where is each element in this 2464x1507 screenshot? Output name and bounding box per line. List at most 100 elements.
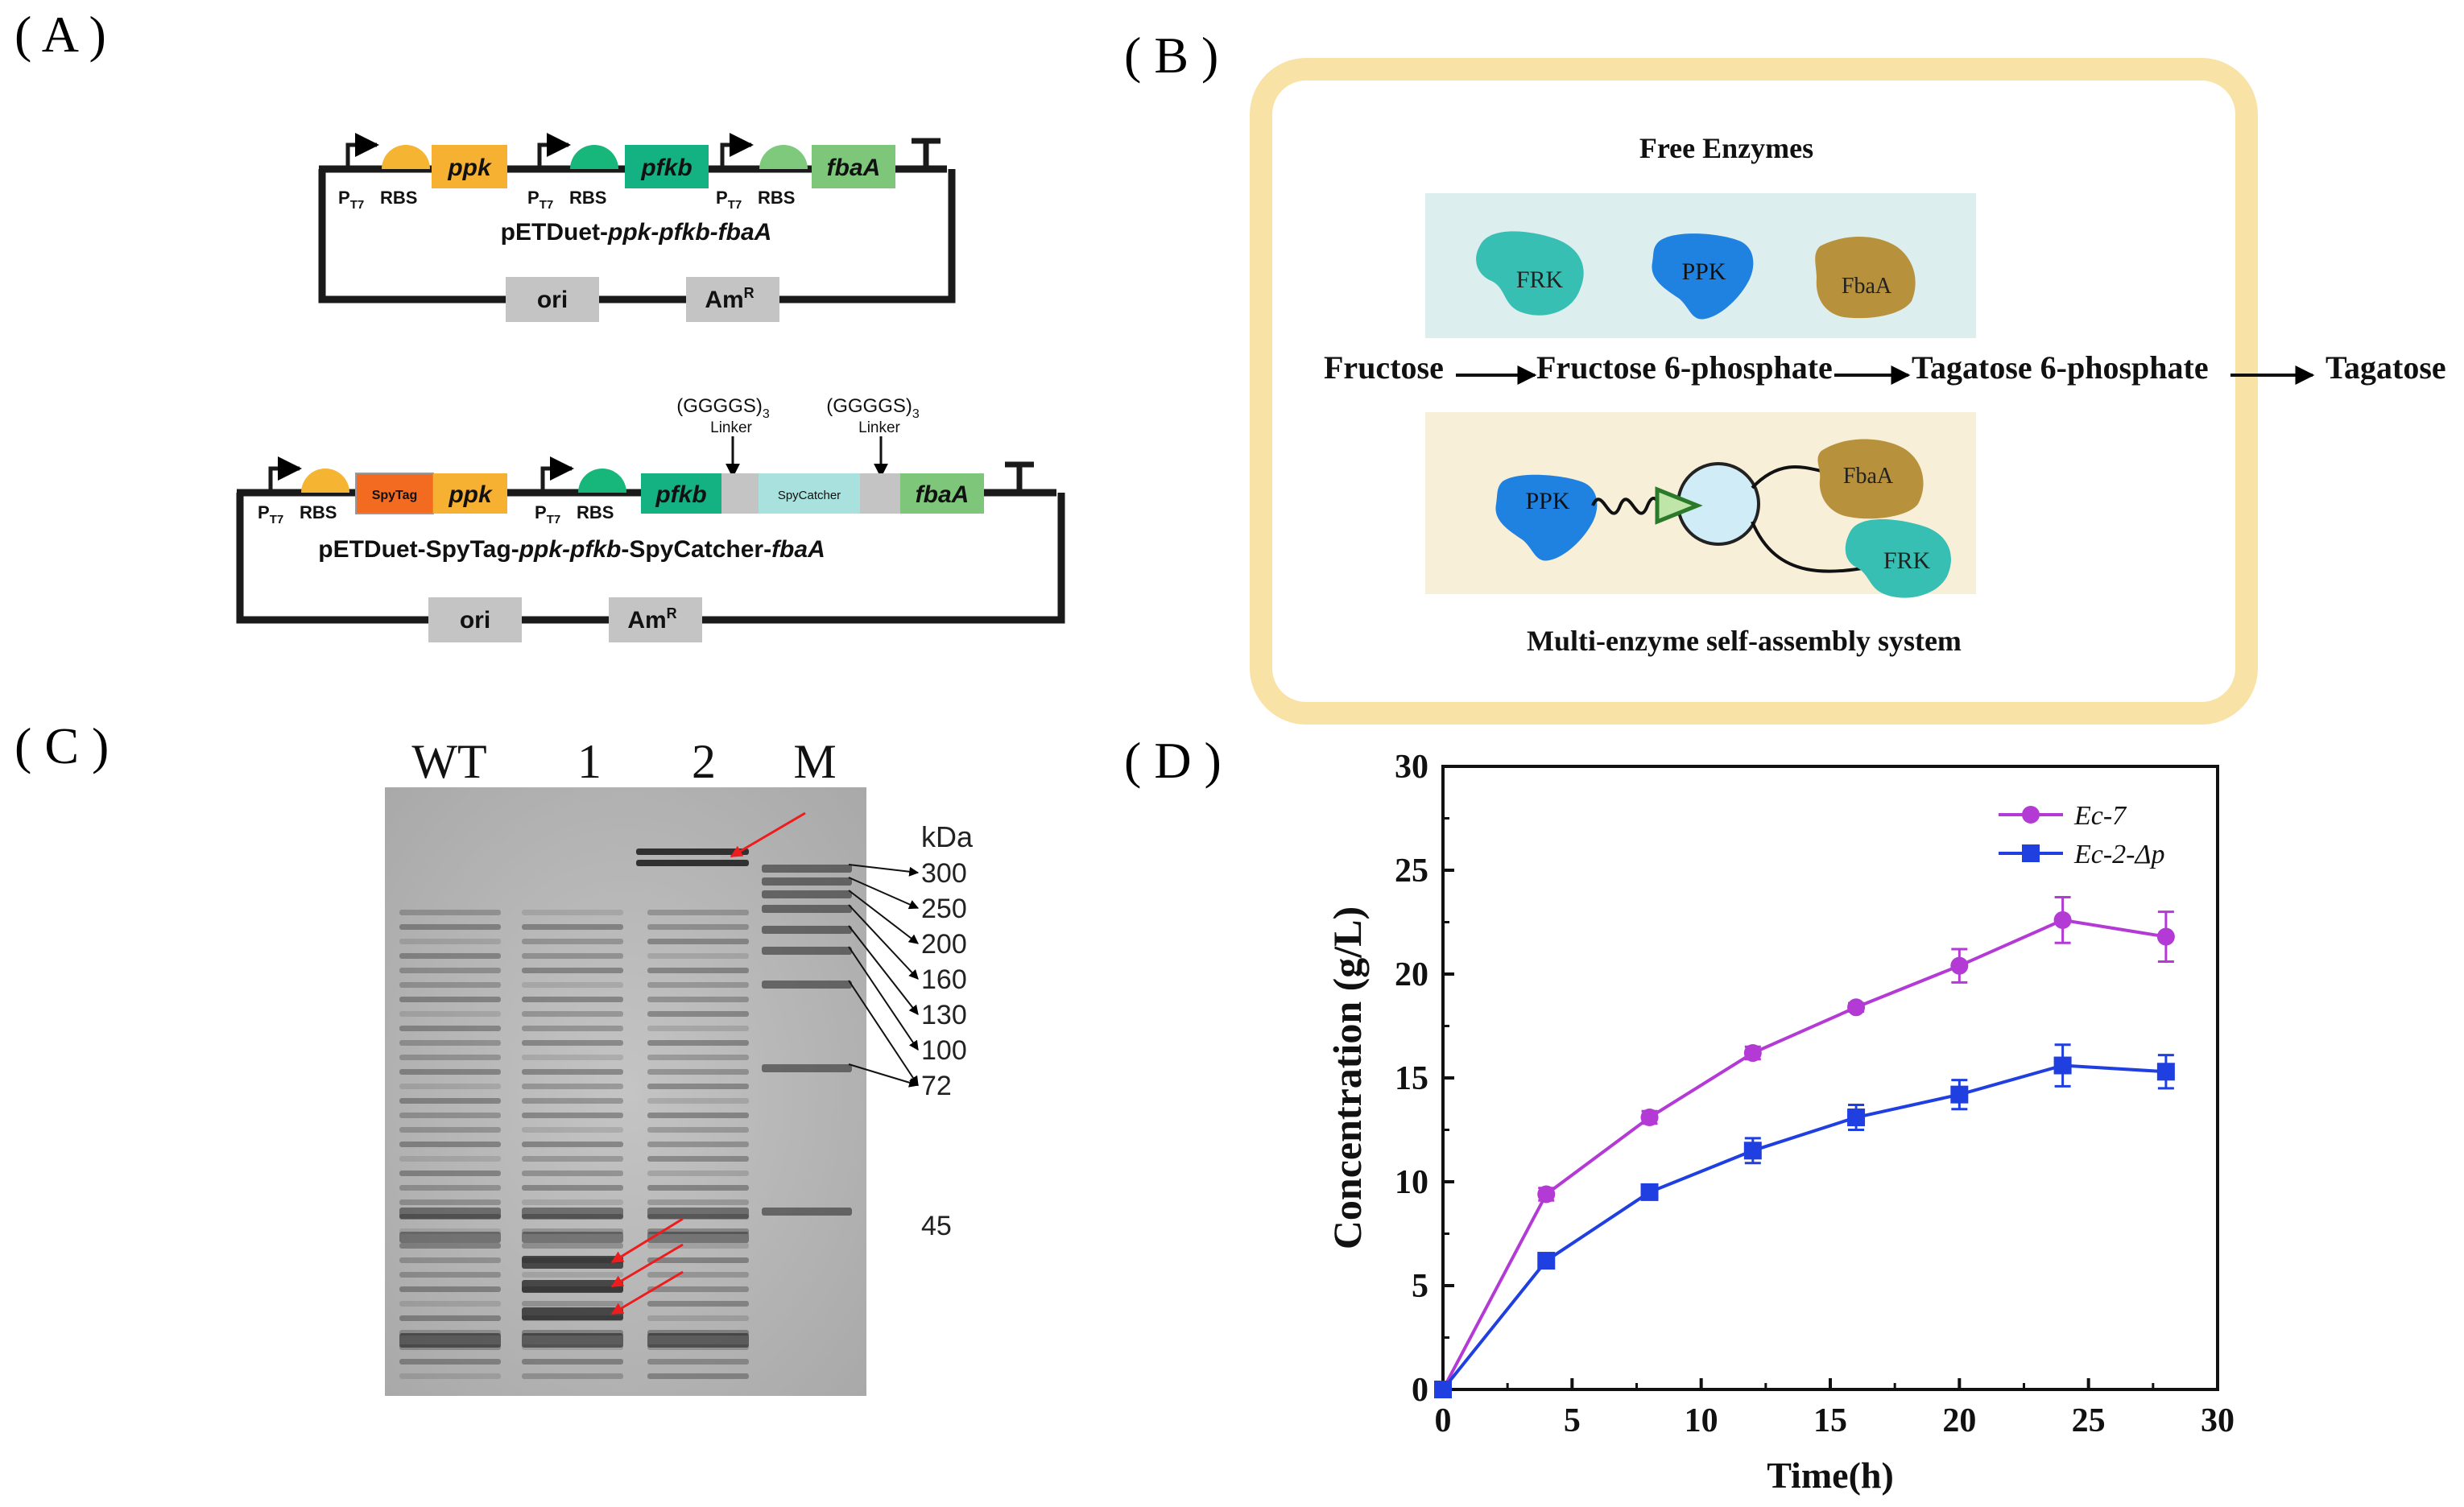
gel-band (399, 1208, 501, 1219)
rbs-icon (578, 469, 626, 493)
gene-label: fbaA (827, 155, 881, 181)
gel-band (647, 1315, 749, 1321)
marker-pointer-line (848, 904, 919, 980)
y-tick-label: 25 (1395, 853, 1428, 890)
panel-c-label: ( C ) (14, 717, 109, 774)
gel-band (647, 1333, 749, 1348)
data-point (2156, 1063, 2175, 1081)
gel-band (647, 1243, 749, 1249)
x-axis-label: Time(h) (1767, 1455, 1894, 1496)
gel-band (522, 982, 623, 988)
gel-band (647, 1373, 749, 1379)
data-point (1743, 1142, 1762, 1160)
rbs-label: RBS (300, 502, 337, 522)
gel-band (522, 1333, 623, 1348)
marker-pointer-line (848, 925, 919, 1015)
rbs-label: RBS (577, 502, 614, 522)
y-tick-label: 5 (1412, 1268, 1428, 1305)
marker-band (762, 1208, 852, 1216)
gel-band (399, 1185, 501, 1191)
data-point (1743, 1044, 1762, 1063)
marker-pointer-line (848, 877, 920, 910)
gel-band (399, 997, 501, 1002)
marker-size-label: 45 (921, 1211, 952, 1241)
plasmid-name: pETDuet-ppk-pfkb-fbaA (501, 219, 772, 246)
gel-band (647, 982, 749, 988)
amr-box (686, 277, 779, 322)
ori-label: ori (460, 607, 490, 634)
gel-band (522, 1040, 623, 1046)
gel-band (399, 953, 501, 959)
promoter-arrow-icon (540, 456, 574, 493)
pathway-intermediate: Tagatose 6-phosphate (1912, 349, 2209, 386)
gel-band (522, 1127, 623, 1133)
marker-size-label: 200 (921, 929, 967, 960)
x-tick-label: 0 (1435, 1402, 1452, 1439)
pathway-product: Tagatose (2326, 349, 2446, 386)
gel-band (522, 924, 623, 930)
y-tick-label: 10 (1395, 1164, 1428, 1201)
gel-band (399, 1373, 501, 1379)
red-arrow-icon (730, 811, 806, 858)
gel-band (647, 997, 749, 1002)
ppk-enzyme-icon (1652, 233, 1754, 320)
gel-band (399, 1359, 501, 1365)
gel-band (399, 1069, 501, 1075)
gel-band (647, 1127, 749, 1133)
gel-band (647, 910, 749, 915)
data-point (1847, 998, 1866, 1017)
gel-band (399, 1257, 501, 1263)
y-tick-label: 20 (1395, 956, 1428, 993)
gel-band (647, 1199, 749, 1205)
enzyme-label: PPK (1525, 488, 1569, 514)
gel-band (522, 1228, 623, 1234)
linker-sequence: (GGGGS)3 (826, 395, 920, 421)
gel-bands (399, 848, 852, 1379)
gel-band (647, 1011, 749, 1017)
marker-size-label: 72 (921, 1071, 952, 1101)
gel-band (522, 1156, 623, 1162)
fbaa-enzyme-icon (1817, 439, 1924, 519)
gel-band (399, 1286, 501, 1292)
data-point (2053, 910, 2072, 929)
gel-band (522, 1307, 623, 1320)
gene-label: ppk (447, 155, 492, 181)
rbs-label: RBS (758, 188, 795, 208)
gel-band (399, 1011, 501, 1017)
gene-label: fbaA (916, 481, 969, 508)
gel-band (647, 1026, 749, 1031)
plasmid-construct-2: (GGGGS)3 Linker (GGGGS)3 Linker SpyTag p… (236, 395, 1065, 642)
panel-c: ( C ) WT 1 2 M kDa 300250200160130100724… (14, 717, 974, 1396)
assembly-title: Multi-enzyme self-assembly system (1527, 625, 1962, 657)
red-arrow-icon (610, 1243, 684, 1288)
gel-band (647, 1069, 749, 1075)
gel-band (522, 1185, 623, 1191)
gel-band (522, 939, 623, 944)
gel-band (522, 1208, 623, 1219)
enzyme-label: FRK (1516, 266, 1564, 293)
gel-band (522, 1113, 623, 1118)
gel-band (647, 1055, 749, 1060)
panel-b-label: ( B ) (1124, 27, 1218, 84)
data-point (1640, 1109, 1659, 1127)
data-point (2156, 927, 2175, 946)
marker-pointer-line (848, 1063, 920, 1088)
gel-band (522, 1069, 623, 1075)
gel-band (647, 939, 749, 944)
gel-band (399, 1301, 501, 1307)
marker-size-label: 100 (921, 1035, 967, 1066)
gel-band (399, 1098, 501, 1104)
linker-sequence: (GGGGS)3 (676, 395, 770, 421)
gel-band (522, 1055, 623, 1060)
pathway-intermediate: Fructose 6-phosphate (1536, 349, 1833, 386)
gel-band (647, 1185, 749, 1191)
gel-band (636, 848, 749, 855)
gel-band (399, 939, 501, 944)
gel-band (647, 1257, 749, 1263)
legend-marker (2022, 844, 2040, 862)
gel-band (522, 1084, 623, 1089)
rbs-icon (759, 145, 808, 169)
marker-unit-label: kDa (921, 820, 974, 853)
marker-band (762, 947, 852, 955)
gel-band (522, 968, 623, 973)
